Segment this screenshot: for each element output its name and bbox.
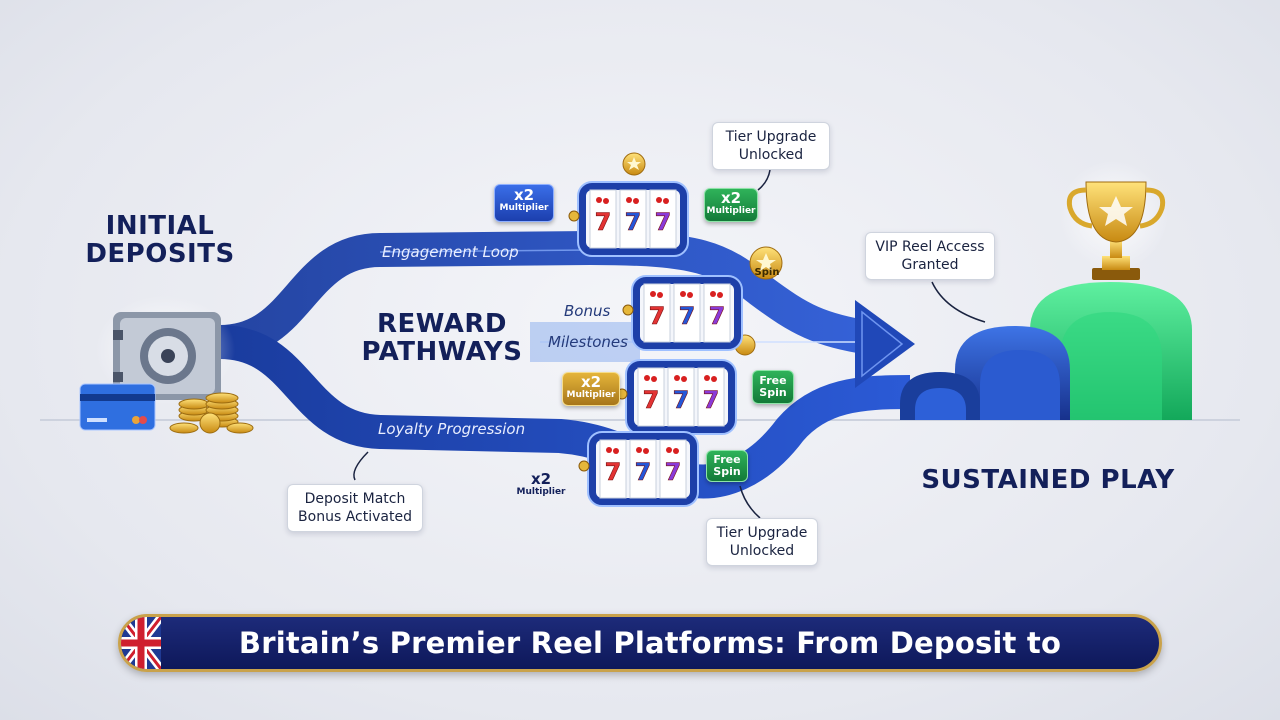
connector-line	[353, 451, 369, 481]
callout-line: Tier Upgrade	[725, 129, 817, 145]
callout-line: Granted	[901, 257, 959, 274]
connector-line	[739, 485, 761, 519]
milestone-band	[530, 322, 640, 362]
reel-seven: 7	[625, 208, 642, 236]
flow-loyalty	[219, 325, 911, 499]
flow-label-engagement: Engagement Loop	[382, 243, 519, 261]
callout-line: Deposit Match	[304, 491, 406, 507]
badge-value: x2	[530, 470, 552, 488]
uk-flag-icon	[121, 617, 161, 669]
badge-value: x2	[580, 373, 602, 391]
callout-line: Bonus Activated	[298, 509, 412, 526]
badge-line: Spin	[713, 464, 741, 478]
callout-line: Tier Upgrade	[716, 525, 808, 541]
reel-seven: 7	[649, 302, 666, 330]
multiplier-badge: x2 Multiplier	[562, 372, 620, 406]
trophy-icon	[1059, 160, 1169, 280]
callout-line: Unlocked	[738, 147, 804, 164]
reel-seven: 7	[673, 386, 690, 414]
badge-line: Free	[759, 374, 787, 387]
multiplier-badge: x2 Multiplier	[704, 188, 758, 222]
callout-line: Unlocked	[729, 543, 795, 560]
title-banner: Britain’s Premier Reel Platforms: From D…	[118, 614, 1162, 672]
flow-label-loyalty: Loyalty Progression	[378, 420, 526, 438]
reel-seven: 7	[643, 386, 660, 414]
badge-caption: Multiplier	[706, 205, 756, 216]
badge-line: Free	[713, 453, 741, 466]
stage-initial-deposits: INITIAL DEPOSITS	[85, 211, 235, 270]
reel-seven: 7	[635, 458, 652, 486]
coin-icon	[749, 246, 783, 280]
reel-seven: 7	[665, 458, 682, 486]
podium-domes	[900, 282, 1192, 420]
arrow-head-icon	[855, 300, 915, 388]
callout-vip-access: VIP Reel Access Granted	[865, 232, 995, 281]
badge-caption: Multiplier	[566, 389, 616, 400]
free-spin-badge: Free Spin	[752, 370, 794, 404]
free-spin-badge: Free Spin	[706, 450, 748, 482]
coins-icon	[169, 392, 254, 434]
badge-caption: Multiplier	[516, 486, 566, 497]
multiplier-badge: x2 Multiplier	[510, 470, 572, 506]
badge-caption: Multiplier	[499, 202, 549, 213]
callout-deposit-match: Deposit Match Bonus Activated	[287, 484, 423, 533]
multiplier-badge: x2 Multiplier	[494, 184, 554, 222]
reel-seven: 7	[605, 458, 622, 486]
flow-label-milestones: Milestones	[548, 333, 628, 351]
credit-card-icon	[79, 383, 156, 431]
callout-tier-upgrade-top: Tier Upgrade Unlocked	[712, 122, 830, 171]
reel-seven: 7	[709, 302, 726, 330]
spin-badge: Spin	[754, 267, 780, 278]
stage-sustained-play: SUSTAINED PLAY	[921, 465, 1175, 495]
stage-reward-pathways: REWARD PATHWAYS	[361, 309, 523, 368]
badge-value: x2	[720, 189, 742, 207]
reel-seven: 7	[703, 386, 720, 414]
callout-tier-upgrade-bottom: Tier Upgrade Unlocked	[706, 518, 818, 567]
coin-icon	[622, 152, 646, 176]
flow-label-bonus: Bonus	[564, 302, 611, 320]
callout-line: VIP Reel Access	[875, 239, 985, 255]
reel-seven: 7	[655, 208, 672, 236]
banner-title: Britain’s Premier Reel Platforms: From D…	[238, 626, 1062, 660]
vault-icon	[95, 295, 235, 405]
connector-line	[931, 281, 986, 323]
badge-value: x2	[513, 186, 535, 204]
badge-line: Spin	[759, 385, 787, 399]
reel-seven: 7	[595, 208, 612, 236]
flow-highlight	[379, 249, 591, 253]
connector-line	[757, 169, 771, 191]
reel-seven: 7	[679, 302, 696, 330]
